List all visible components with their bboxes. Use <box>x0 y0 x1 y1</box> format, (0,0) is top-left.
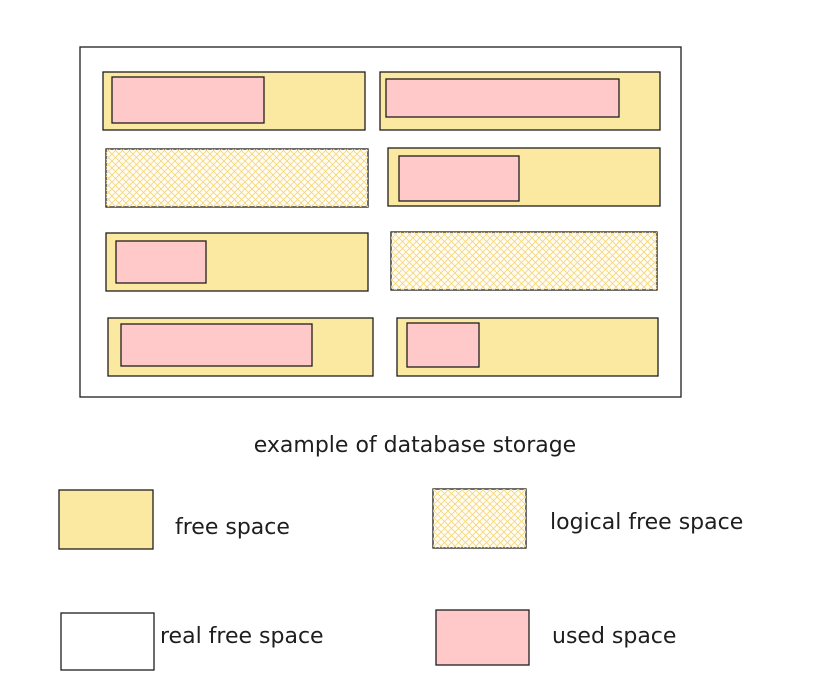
legend-swatch-free-space <box>58 489 154 550</box>
used-space-bar <box>385 78 620 118</box>
legend-item-free-space: free space <box>58 489 290 550</box>
used-space-bar <box>115 240 207 284</box>
legend-label-real-free-space: real free space <box>160 624 324 649</box>
block-2-page <box>379 71 661 131</box>
legend-label-logical-free-space: logical free space <box>550 510 743 535</box>
block-4-page <box>387 147 661 207</box>
legend-item-logical-free-space: logical free space <box>432 488 743 549</box>
used-space-bar <box>111 76 265 124</box>
legend: free space logical free space real free … <box>58 488 743 671</box>
block-5-page <box>105 232 369 292</box>
block-1-page <box>102 71 366 131</box>
diagram-caption: example of database storage <box>254 433 576 458</box>
legend-item-used-space: used space <box>435 609 676 666</box>
used-space-bar <box>120 323 313 367</box>
legend-label-free-space: free space <box>175 515 290 540</box>
legend-swatch-used-space <box>435 609 530 666</box>
legend-item-real-free-space: real free space <box>60 612 324 671</box>
legend-swatch-real-free-space <box>60 612 155 671</box>
block-3-logical-free <box>105 148 369 208</box>
block-6-logical-free <box>390 231 658 291</box>
used-space-bar <box>406 322 480 368</box>
block-7-page <box>107 317 374 377</box>
used-space-bar <box>398 155 520 202</box>
legend-label-used-space: used space <box>552 624 676 649</box>
block-8-page <box>396 317 659 377</box>
